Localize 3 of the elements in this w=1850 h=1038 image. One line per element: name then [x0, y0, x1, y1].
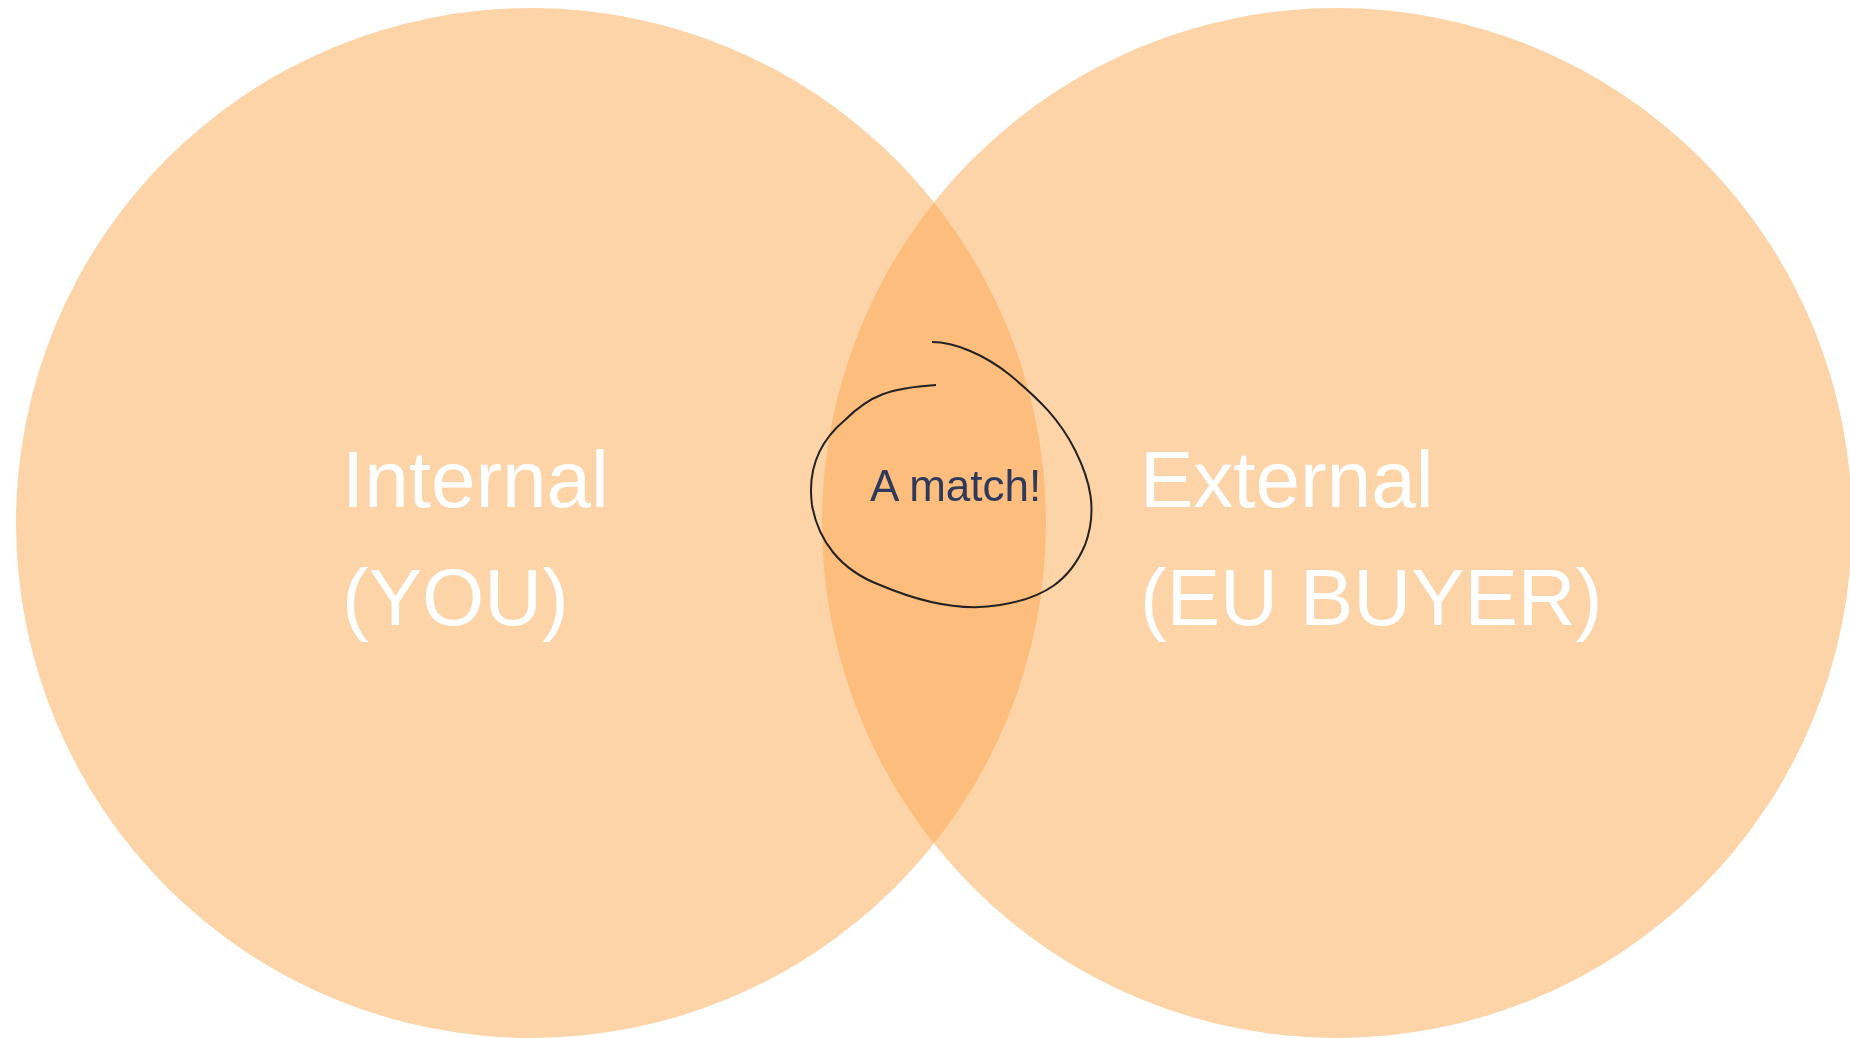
circle-title: External	[1140, 440, 1434, 520]
overlap-label: A match!	[870, 464, 1042, 508]
circle-title: Internal	[342, 440, 609, 520]
